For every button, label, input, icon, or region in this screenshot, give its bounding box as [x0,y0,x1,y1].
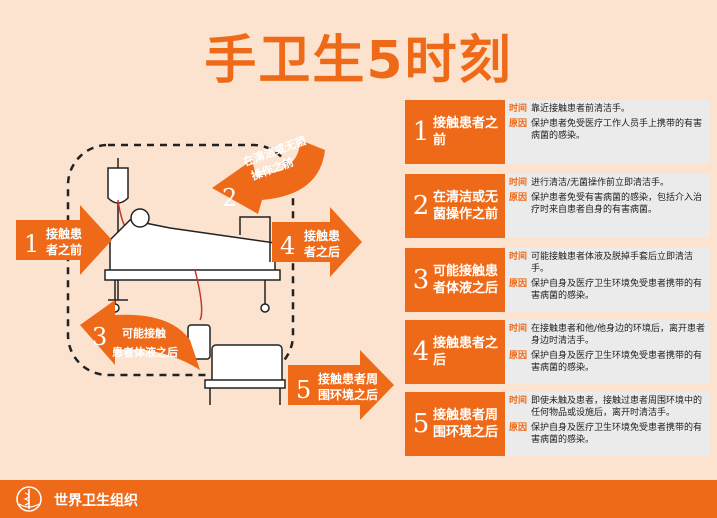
row-reason: 保护患者免受医疗工作人员手上携带的有害病菌的感染。 [531,119,703,141]
moment-5-label-line2: 围环境之后 [318,387,378,402]
row-title-box: 1 接触患者之前 [405,100,505,164]
poster-title: 手卫生5时刻 [204,31,513,91]
row-info: 时间靠近接触患者前清洁手。 原因保护患者免受医疗工作人员手上携带的有害病菌的感染… [509,103,707,145]
row-number: 1 [412,117,430,147]
row-time: 进行清洁/无菌操作前立即清洁手。 [531,178,670,188]
reason-label: 原因 [509,119,528,129]
organization-name: 世界卫生组织 [54,493,138,509]
row-reason: 保护自身及医疗卫生环境免受患者携带的有害病菌的感染。 [531,423,703,445]
row-time: 即使未触及患者，接触过患者周围环境中的任何物品或设施后，离开时清洁手。 [531,396,703,418]
row-title-box: 4 接触患者之后 [405,320,505,384]
row-title: 接触患者周围环境之后 [433,408,499,440]
who-emblem-icon [16,486,42,512]
footer-bar: 世界卫生组织 [0,480,717,518]
row-number: 4 [412,337,430,367]
moment-4-label-line1: 接触患 [304,228,340,243]
row-reason: 保护自身及医疗卫生环境免受患者携带的有害病菌的感染。 [531,351,703,373]
table-row: 2 在清洁或无菌操作之前 时间进行清洁/无菌操作前立即清洁手。 原因保护患者免受… [405,174,710,238]
moment-5-number: 5 [296,376,311,404]
moment-4-arrow: 4 接触患 者之后 [272,207,362,277]
row-time: 可能接触患者体液及脱掉手套后立即清洁手。 [531,252,694,274]
row-title: 在清洁或无菌操作之前 [433,190,499,222]
reason-label: 原因 [509,279,528,289]
time-label: 时间 [509,104,528,114]
row-number: 2 [412,191,430,221]
patient-bed-illustration [104,208,281,321]
table-row: 5 接触患者周围环境之后 时间即使未触及患者，接触过患者周围环境中的任何物品或设… [405,392,710,456]
moment-3-label-line1: 可能接触 [122,326,166,340]
row-title: 可能接触患者体液之后 [433,264,499,296]
reason-label: 原因 [509,423,528,433]
moment-5-label-line1: 接触患者周 [318,371,378,386]
moment-3-number: 3 [92,323,107,351]
row-info: 时间进行清洁/无菌操作前立即清洁手。 原因保护患者免受有害病菌的感染，包括介入治… [509,177,707,219]
moment-2-number: 2 [222,184,237,212]
row-time: 靠近接触患者前清洁手。 [531,104,631,114]
moment-1-arrow: 1 接触患 者之前 [16,205,112,275]
moment-4-label-line2: 者之后 [303,244,340,259]
row-title-box: 3 可能接触患者体液之后 [405,248,505,312]
row-title-box: 5 接触患者周围环境之后 [405,392,505,456]
table-row: 1 接触患者之前 时间靠近接触患者前清洁手。 原因保护患者免受医疗工作人员手上携… [405,100,710,164]
moment-4-number: 4 [280,232,295,260]
time-label: 时间 [509,252,528,262]
row-number: 3 [412,265,430,295]
patient-environment-illustration [204,344,286,405]
table-row: 3 可能接触患者体液之后 时间可能接触患者体液及脱掉手套后立即清洁手。 原因保护… [405,248,710,312]
moment-3-label-line2: 患者体液之后 [112,345,178,359]
moment-1-label-line2: 者之前 [45,242,82,257]
row-time: 在接触患者和他/他身边的环境后，离开患者身边时清洁手。 [531,324,706,346]
moment-1-number: 1 [24,230,39,258]
row-number: 5 [412,409,430,439]
reason-label: 原因 [509,193,528,203]
time-label: 时间 [509,324,528,334]
row-info: 时间在接触患者和他/他身边的环境后，离开患者身边时清洁手。 原因保护自身及医疗卫… [509,323,707,377]
row-reason: 保护自身及医疗卫生环境免受患者携带的有害病菌的感染。 [531,279,703,301]
row-reason: 保护患者免受有害病菌的感染，包括介入治疗时来自患者自身的有害病菌。 [531,193,703,215]
row-title: 接触患者之后 [433,336,499,368]
time-label: 时间 [509,396,528,406]
table-row: 4 接触患者之后 时间在接触患者和他/他身边的环境后，离开患者身边时清洁手。 原… [405,320,710,384]
moment-3-arrow: 3 可能接触 患者体液之后 [80,300,200,370]
row-title-box: 2 在清洁或无菌操作之前 [405,174,505,238]
moment-1-label-line1: 接触患 [46,226,82,241]
row-info: 时间可能接触患者体液及脱掉手套后立即清洁手。 原因保护自身及医疗卫生环境免受患者… [509,251,707,305]
moment-5-arrow: 5 接触患者周 围环境之后 [288,350,394,420]
row-info: 时间即使未触及患者，接触过患者周围环境中的任何物品或设施后，离开时清洁手。 原因… [509,395,707,449]
row-title: 接触患者之前 [433,116,499,148]
time-label: 时间 [509,178,528,188]
reason-label: 原因 [509,351,528,361]
